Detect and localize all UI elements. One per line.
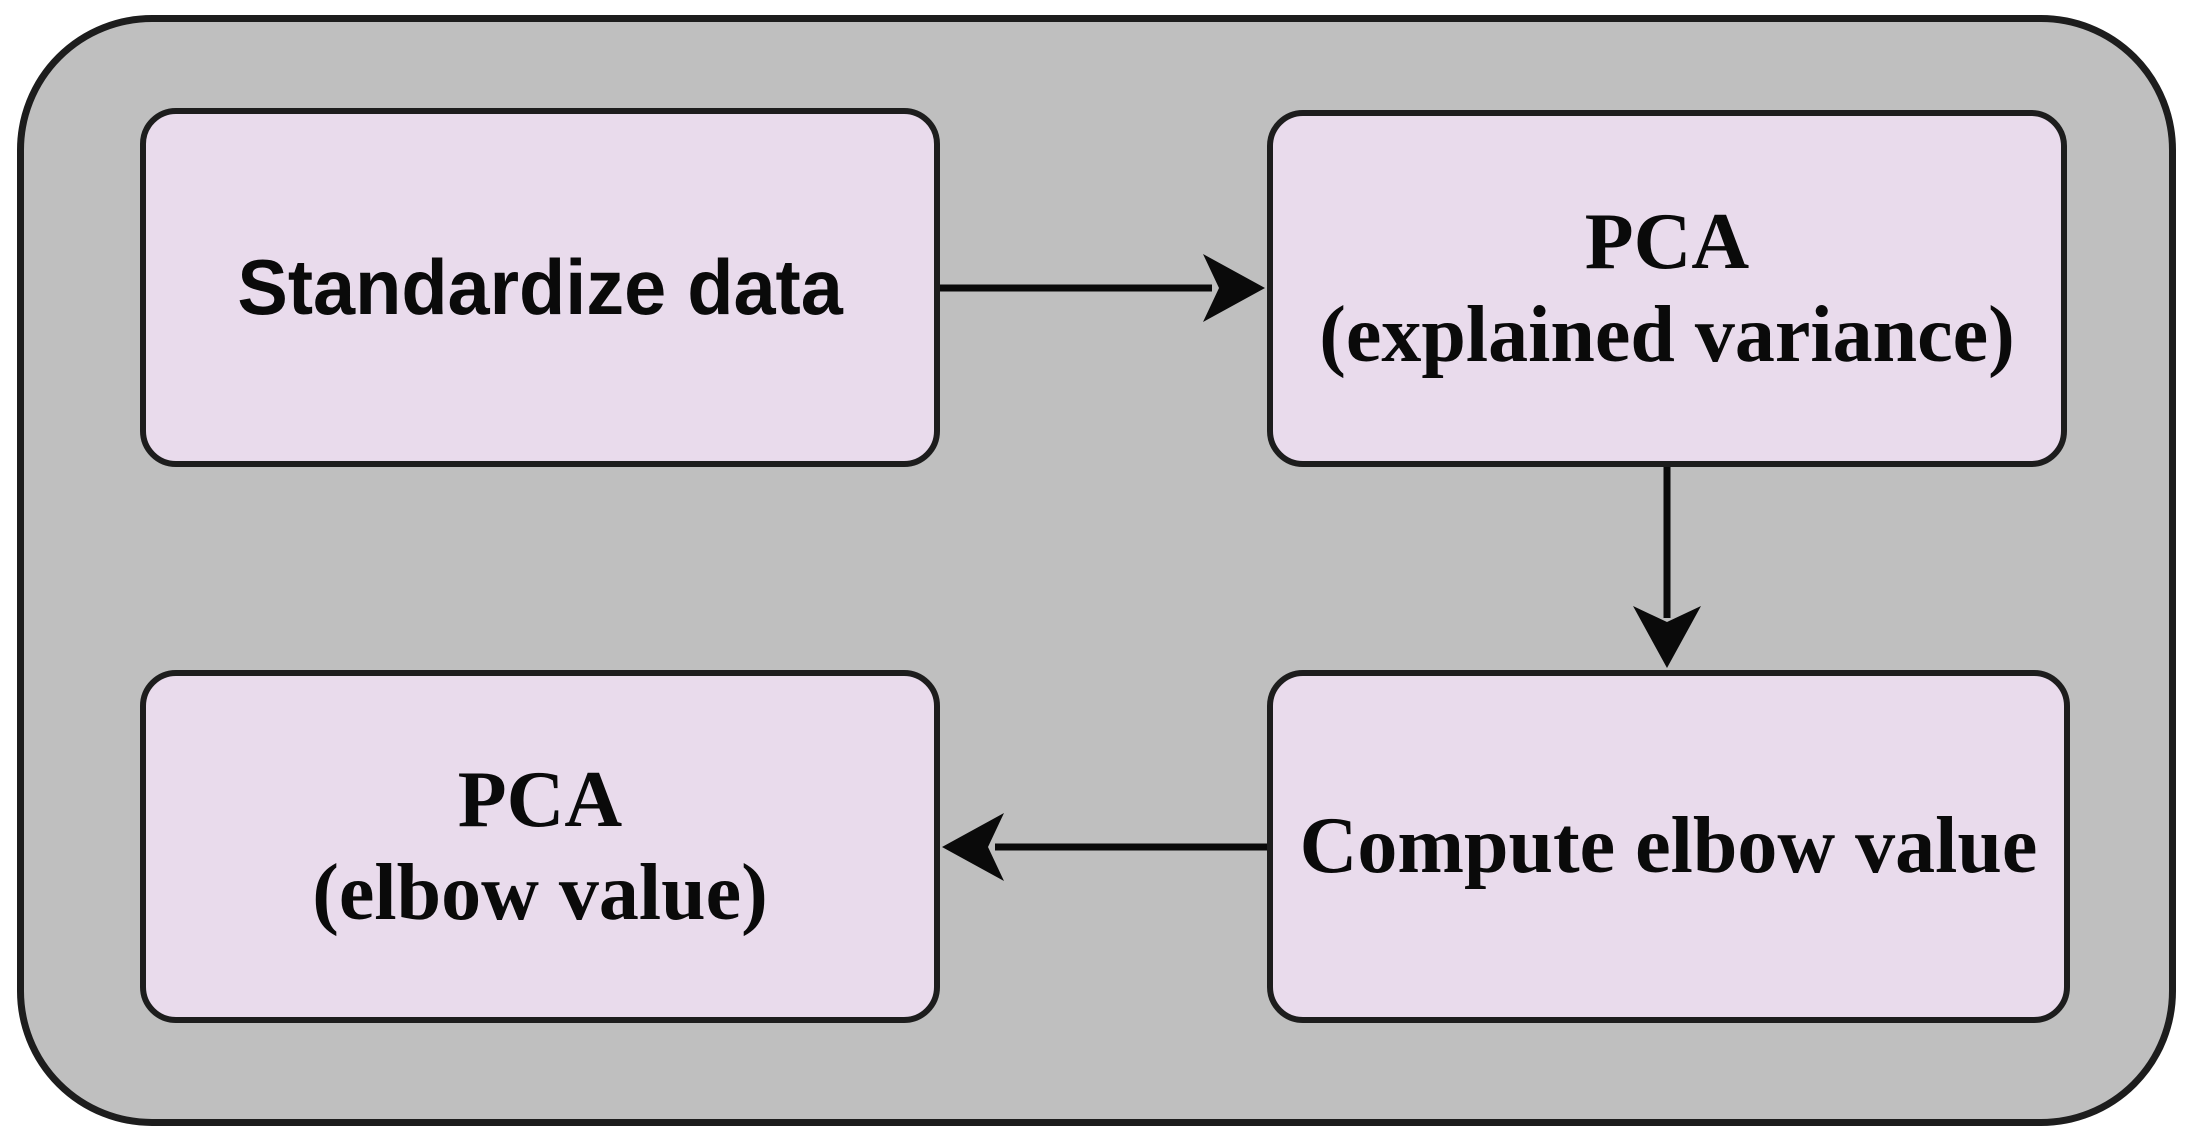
node-pca-elbow-value-label-line2: (elbow value) <box>312 848 768 937</box>
node-pca-explained-variance-label-line2: (explained variance) <box>1319 290 2015 379</box>
node-compute-elbow-value-label: Compute elbow value <box>1299 802 2038 891</box>
node-pca-elbow-value-label-line1: PCA <box>457 755 623 844</box>
node-pca-explained-variance-label-line1: PCA <box>1584 197 1750 286</box>
node-pca-explained-variance: PCA (explained variance) <box>1267 110 2067 467</box>
node-pca-elbow-value: PCA (elbow value) <box>140 670 940 1023</box>
node-standardize-data: Standardize data <box>140 108 940 467</box>
node-standardize-data-label: Standardize data <box>237 242 843 331</box>
node-compute-elbow-value: Compute elbow value <box>1267 670 2070 1023</box>
